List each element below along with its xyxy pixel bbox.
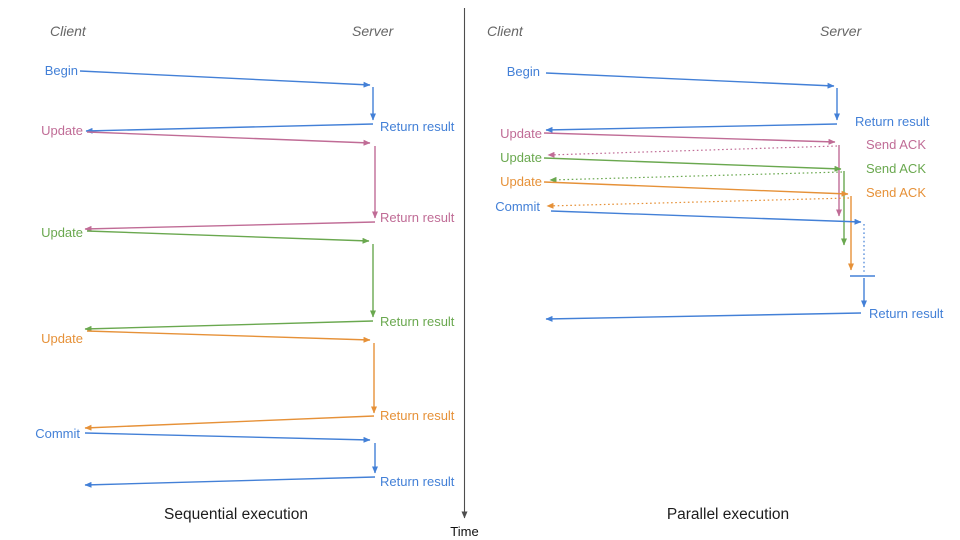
actor-client-label: Client [50,23,87,39]
begin-request-arrow [79,70,371,88]
sequential-caption: Sequential execution [164,506,308,523]
update-label: Update [41,225,83,240]
update3-request-arrow [543,181,849,197]
return-result-label: Return result [380,314,455,329]
update2-request-arrow [86,230,370,244]
begin-label: Begin [507,64,540,79]
send-ack-label: Send ACK [866,161,926,176]
update-label: Update [41,331,83,346]
update-label: Update [500,126,542,141]
send-ack-label: Send ACK [866,185,926,200]
update-label: Update [500,174,542,189]
update2-response-arrow [84,320,374,332]
actor-server-label: Server [820,23,863,39]
update2-request-arrow [543,157,842,172]
update1-ack-arrow [547,145,838,158]
send-ack-label: Send ACK [866,137,926,152]
return-result-label: Return result [869,306,944,321]
return-result-label: Return result [380,210,455,225]
commit-request-arrow [84,432,371,443]
update-label: Update [500,150,542,165]
parallel-caption: Parallel execution [666,506,790,523]
commit-label: Commit [495,199,540,214]
update1-request-arrow [86,131,371,146]
commit-response-arrow [545,312,862,322]
update-label: Update [41,123,83,138]
return-result-label: Return result [855,114,930,129]
return-result-label: Return result [380,119,455,134]
begin-request-arrow [545,72,835,89]
update3-response-arrow [84,415,375,431]
update1-request-arrow [543,132,836,145]
begin-response-arrow [85,123,374,134]
return-result-label: Return result [380,408,455,423]
actor-server-label: Server [352,23,395,39]
commit-label: Commit [35,426,80,441]
update3-request-arrow [86,330,371,343]
update2-ack-arrow [549,171,843,183]
return-result-label: Return result [380,474,455,489]
update1-response-arrow [84,221,376,232]
begin-response-arrow [545,123,838,133]
update3-ack-arrow [546,197,850,209]
actor-client-label: Client [487,23,524,39]
commit-request-arrow [550,210,862,225]
time-axis-label: Time [450,524,479,539]
begin-label: Begin [45,63,78,78]
commit-response-arrow [84,476,376,488]
